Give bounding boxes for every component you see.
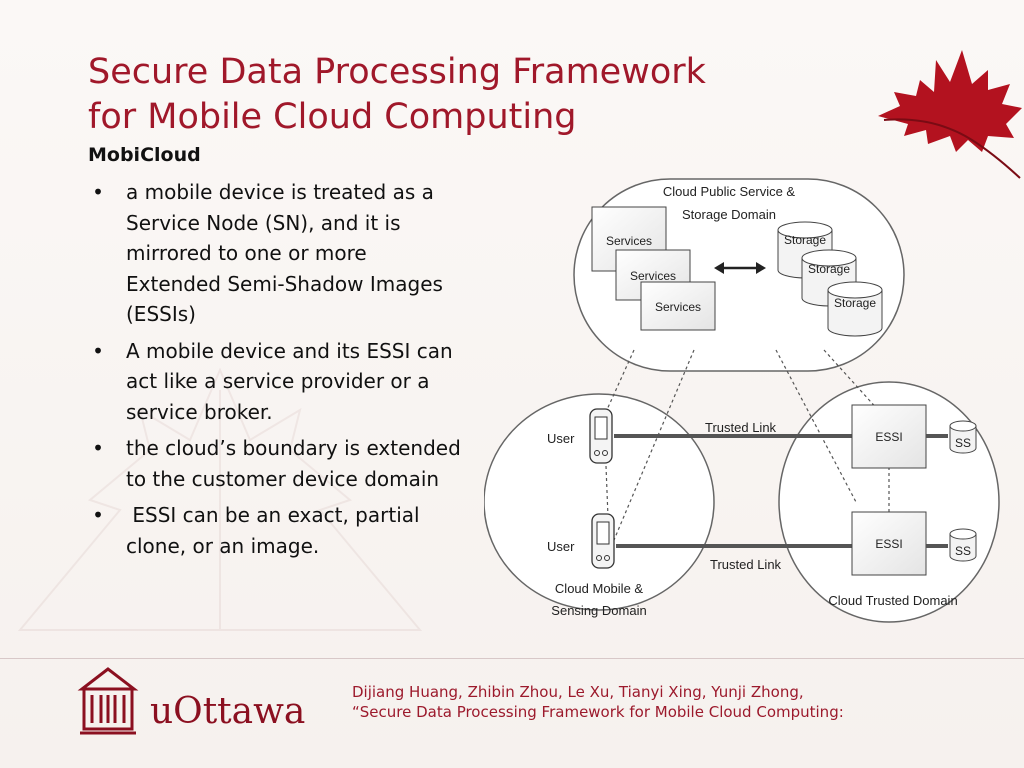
university-logo-text: uOttawa (150, 691, 306, 732)
ss-label-1: SS (955, 436, 971, 450)
bullet-item: • the cloud’s boundary is extended to th… (88, 433, 468, 494)
cloud-domain-label-line-2: Storage Domain (682, 207, 776, 222)
user-label-1: User (547, 431, 575, 446)
mobile-domain-label-line-1: Cloud Mobile & (555, 581, 643, 596)
citation: Dijiang Huang, Zhibin Zhou, Le Xu, Tiany… (352, 682, 844, 722)
mobicloud-diagram: Cloud Public Service & Storage Domain Se… (484, 178, 1000, 623)
essi-box-1 (851, 404, 927, 469)
maple-leaf-icon (878, 50, 1022, 179)
bullet-text: ESSI can be an exact, partial clone, or … (126, 503, 426, 558)
slide-subtitle: MobiCloud (88, 144, 201, 166)
storage-label-2: Storage (808, 262, 850, 276)
services-label-1: Services (606, 234, 652, 248)
bullet-marker: • (92, 338, 104, 363)
bullet-marker: • (92, 503, 104, 527)
database-cylinder-icon (949, 528, 977, 562)
footer-divider (0, 658, 1024, 659)
slide-title-line-1: Secure Data Processing Framework (88, 52, 706, 92)
mobile-domain-label-line-2: Sensing Domain (551, 603, 646, 618)
cloud-mobile-domain (484, 393, 715, 611)
trusted-link-label-2: Trusted Link (710, 557, 782, 572)
slide-title: Secure Data Processing Framework for Mob… (88, 50, 706, 140)
citation-line-1: Dijiang Huang, Zhibin Zhou, Le Xu, Tiany… (352, 683, 804, 701)
bullet-text: A mobile device and its ESSI can act lik… (126, 338, 453, 424)
slide-title-line-2: for Mobile Cloud Computing (88, 97, 577, 137)
university-building-icon (77, 667, 139, 735)
services-box-3 (640, 281, 716, 331)
database-cylinder-icon (827, 281, 883, 337)
trusted-link-label-1: Trusted Link (705, 420, 777, 435)
essi-label-2: ESSI (875, 537, 902, 551)
bullet-text: a mobile device is treated as a Service … (126, 180, 443, 326)
bullet-item: • A mobile device and its ESSI can act l… (88, 336, 468, 428)
bullet-list: • a mobile device is treated as a Servic… (88, 177, 468, 567)
services-label-2: Services (630, 269, 676, 283)
mobile-device-icon (591, 513, 615, 569)
essi-box-2 (851, 511, 927, 576)
cloud-trusted-domain (778, 381, 1000, 623)
bullet-marker: • (92, 180, 104, 204)
citation-line-2: “Secure Data Processing Framework for Mo… (352, 703, 844, 721)
storage-label-1: Storage (784, 233, 826, 247)
bullet-marker: • (92, 436, 104, 460)
bullet-text: the cloud’s boundary is extended to the … (126, 436, 461, 491)
ss-label-2: SS (955, 544, 971, 558)
services-label-3: Services (655, 300, 701, 314)
user-label-2: User (547, 539, 575, 554)
trusted-domain-label: Cloud Trusted Domain (828, 593, 957, 608)
double-arrow-icon (714, 262, 766, 274)
mobile-device-icon (589, 408, 613, 464)
leaf-watermark-icon (17, 367, 423, 631)
bullet-item: • ESSI can be an exact, partial clone, o… (88, 500, 468, 561)
bullet-item: • a mobile device is treated as a Servic… (88, 177, 468, 330)
cloud-domain-label-line-1: Cloud Public Service & (663, 184, 796, 199)
storage-label-3: Storage (834, 296, 876, 310)
database-cylinder-icon (949, 420, 977, 454)
essi-label-1: ESSI (875, 430, 902, 444)
